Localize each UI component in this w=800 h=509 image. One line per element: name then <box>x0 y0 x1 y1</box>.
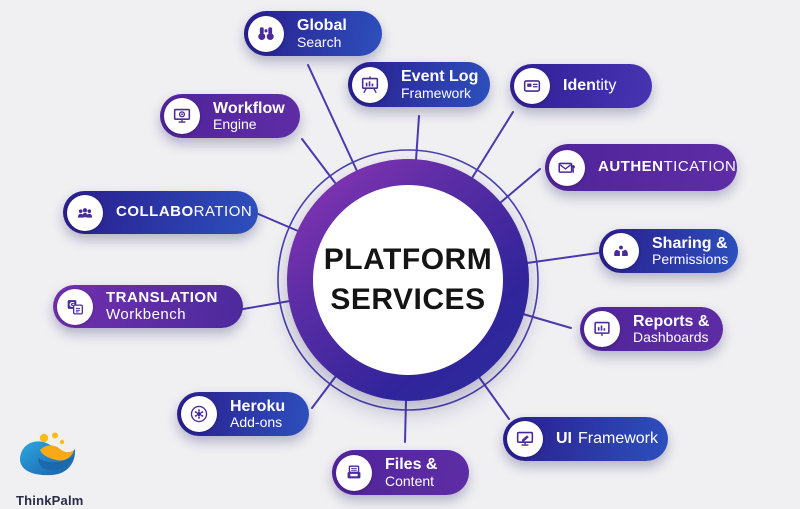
service-label-regular: Engine <box>213 116 257 133</box>
service-label-bold: Event Log <box>401 68 479 86</box>
service-label-regular: Content <box>385 472 435 489</box>
service-pill-reports-dashboards: Reports & Dashboards <box>580 307 723 351</box>
thinkpalm-logo: ThinkPalm <box>10 428 84 508</box>
service-pill-ui-framework: UI Framework <box>503 417 668 461</box>
central-hub: PLATFORM SERVICES <box>313 185 503 375</box>
connector-authentication <box>499 168 541 204</box>
service-label-bold: Heroku <box>230 397 286 415</box>
document-tray-icon <box>336 454 372 491</box>
service-label-bold: COLLABO <box>116 203 194 221</box>
service-label-regular: Search <box>297 33 342 50</box>
dashboard-chart-icon <box>584 311 620 347</box>
people-group-icon <box>67 194 103 231</box>
connector-sharing <box>526 252 599 264</box>
service-pill-translation-workbench: G TRANSLATION Workbench <box>53 285 243 328</box>
service-pill-files-content: Files & Content <box>332 450 469 495</box>
service-pill-heroku-addons: Heroku Add-ons <box>177 392 309 436</box>
connector-translation <box>242 300 291 310</box>
hub-outline-circle <box>277 149 539 411</box>
service-label-regular: Dashboards <box>633 329 709 346</box>
central-hub-ring: PLATFORM SERVICES <box>287 159 529 401</box>
thinkpalm-logo-mark <box>20 432 76 476</box>
service-label-bold: Workflow <box>213 99 285 117</box>
service-label-regular: Permissions <box>652 251 729 268</box>
service-label-regular: tity <box>595 77 617 95</box>
binoculars-icon <box>248 15 284 52</box>
thinkpalm-logo-text: ThinkPalm <box>16 493 84 508</box>
presentation-chart-icon <box>352 66 388 103</box>
hub-title-line2: SERVICES <box>330 283 486 316</box>
service-pill-global-search: Global Search <box>244 11 382 56</box>
connector-identity <box>471 111 514 179</box>
service-label-regular: Framework <box>401 84 472 101</box>
connector-workflow <box>301 138 337 185</box>
service-label-bold: Iden <box>563 77 596 95</box>
service-label-regular: Add-ons <box>230 414 283 431</box>
connector-event-log <box>415 115 420 161</box>
translate-icon: G <box>57 288 93 325</box>
connector-reports <box>522 313 572 329</box>
service-pill-sharing-permissions: Sharing & Permissions <box>599 229 738 273</box>
monitor-pencil-icon <box>507 421 543 457</box>
connector-ui-framework <box>478 376 510 420</box>
monitor-gear-icon <box>164 98 200 134</box>
gear-icon <box>181 396 217 432</box>
service-pill-event-log-framework: Event Log Framework <box>348 62 490 107</box>
service-label-regular: TICATION <box>663 158 737 176</box>
service-label-regular: Framework <box>578 430 659 448</box>
connector-heroku <box>311 375 337 409</box>
hub-title-line1: PLATFORM <box>323 243 493 277</box>
service-label-bold: Sharing & <box>652 234 728 252</box>
connector-collaboration <box>255 212 299 232</box>
hands-share-icon <box>603 233 639 269</box>
service-label-bold: TRANSLATION <box>106 289 218 307</box>
service-label-bold: Global <box>297 17 347 35</box>
service-label-regular: RATION <box>193 203 253 221</box>
service-pill-workflow-engine: Workflow Engine <box>160 94 300 138</box>
service-label-bold: UI <box>556 430 572 448</box>
connector-global-search <box>307 64 358 172</box>
service-label-bold: Reports & <box>633 312 710 330</box>
svg-text:G: G <box>69 300 75 308</box>
id-card-icon <box>514 68 550 104</box>
service-label-bold: AUTHEN <box>598 158 664 176</box>
connector-files <box>404 399 407 443</box>
service-label-bold: Files & <box>385 456 438 474</box>
service-label-regular: Workbench <box>106 305 187 323</box>
mail-key-icon <box>549 149 585 186</box>
